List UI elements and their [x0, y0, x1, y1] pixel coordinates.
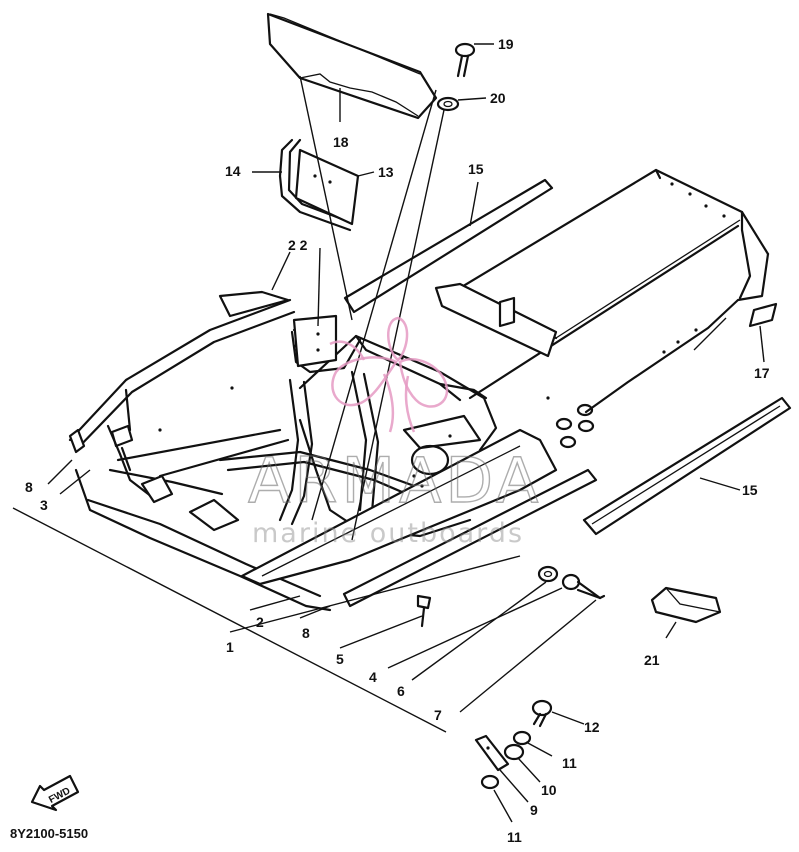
frame-front-body [68, 290, 598, 612]
part-17-tag [748, 302, 778, 328]
callout-8-right: 8 [302, 625, 310, 641]
callout-10: 10 [541, 782, 557, 798]
callout-17: 17 [754, 365, 770, 381]
watermark: ARMADA marine outboards [247, 316, 542, 549]
part-10-spacer [503, 743, 525, 761]
callout-21: 21 [644, 652, 660, 668]
part-4-washer [537, 565, 559, 583]
callout-15-lower: 15 [742, 482, 758, 498]
callout-12: 12 [584, 719, 600, 735]
watermark-logo-icon [329, 316, 449, 433]
part-16-side-strip [343, 178, 554, 314]
callout-15-upper: 15 [468, 161, 484, 177]
callout-11-lower: 11 [507, 829, 522, 845]
leader-lines [12, 43, 765, 823]
callout-14: 14 [225, 163, 241, 179]
callout-1: 1 [226, 639, 234, 655]
part-11-washer-lower [480, 774, 500, 790]
part-11-washer-upper [512, 730, 532, 746]
callout-6: 6 [397, 683, 405, 699]
part-18-shield-plate [266, 12, 438, 120]
callout-4: 4 [369, 669, 377, 685]
watermark-brand: ARMADA [248, 444, 542, 517]
part-20-washer [436, 96, 460, 112]
part-15-lower-strip [582, 396, 792, 536]
diagram-code: 8Y2100-5150 [10, 826, 88, 841]
callout-2: 2 [256, 614, 264, 630]
callout-9: 9 [530, 802, 538, 818]
watermark-tagline: marine outboards [252, 518, 524, 549]
part-6-bolt [561, 573, 606, 600]
callout-13: 13 [378, 164, 394, 180]
callout-3: 3 [40, 497, 48, 513]
part-13-pad [294, 148, 360, 226]
part-19-bolt [454, 42, 476, 78]
callout-7: 7 [434, 707, 442, 723]
callout-11-upper: 11 [562, 755, 577, 771]
callout-20: 20 [490, 90, 506, 106]
callout-5: 5 [336, 651, 344, 667]
fwd-arrow-icon: FWD [30, 774, 80, 812]
callout-22: 2 2 [288, 237, 308, 253]
callout-19: 19 [498, 36, 514, 52]
callout-8-left: 8 [25, 479, 33, 495]
part-5-rivet [416, 594, 432, 628]
part-12-bolt [531, 699, 553, 728]
callout-18: 18 [333, 134, 349, 150]
frame-tunnel [434, 168, 770, 449]
part-21-block [650, 586, 722, 624]
part-9-plate [474, 734, 510, 772]
callout-labels: 1 2 3 4 5 6 7 8 8 9 10 11 11 12 13 14 15… [25, 36, 770, 845]
part-14-gasket [278, 138, 352, 232]
